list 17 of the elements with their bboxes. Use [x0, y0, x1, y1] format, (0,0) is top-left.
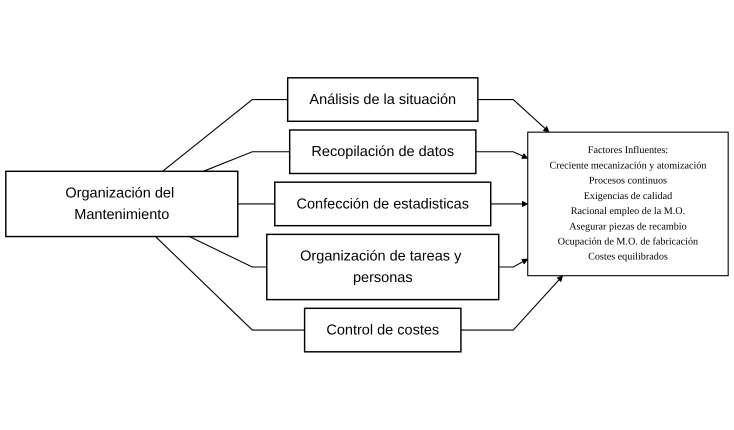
node-box: Recopilación de datos — [288, 129, 477, 174]
arrow — [490, 200, 528, 208]
arrow — [478, 99, 550, 133]
node-box: Factores Influentes: Creciente mecanización y atomización Procesos continuos Exigencias de calidad Racional empleo de la M.O. Asegurar piezas de recambio Ocupación de M.O. de fabricación Costes equilibrados — [527, 132, 729, 276]
connector — [238, 204, 275, 205]
node-box: Análisis de la situación — [286, 77, 479, 122]
arrow — [476, 151, 528, 160]
node-box: Organización de tareas y personas — [266, 234, 500, 301]
node-box: Organización del Mantenimiento — [5, 170, 238, 238]
arrow — [498, 258, 528, 268]
connector — [189, 236, 267, 268]
connector — [155, 236, 305, 331]
node-box: Control de costes — [304, 308, 462, 353]
connector — [203, 151, 290, 172]
arrow — [460, 276, 563, 331]
node-box: Confección de estadisticas — [274, 182, 492, 227]
connector — [162, 99, 288, 172]
